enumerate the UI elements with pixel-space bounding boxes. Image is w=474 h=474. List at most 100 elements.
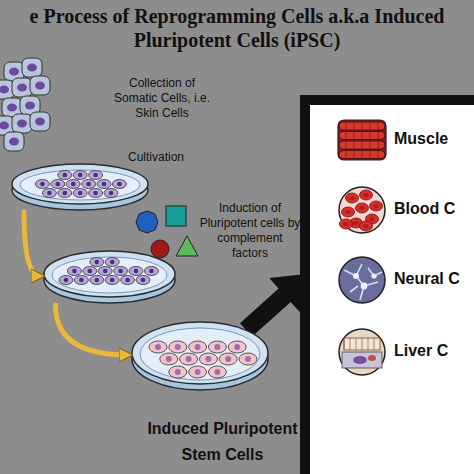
illustration-ellipse <box>9 68 19 76</box>
illustration-circle <box>71 182 76 187</box>
illustration-rect <box>339 151 385 159</box>
illustration-line <box>354 132 355 140</box>
process-arrow <box>56 305 129 355</box>
illustration-circle <box>155 344 161 350</box>
illustration-circle <box>175 369 181 375</box>
illustration-ellipse <box>219 353 237 365</box>
illustration-circle <box>214 369 220 375</box>
illustration-rect <box>30 76 50 95</box>
liver-illustration <box>338 328 386 376</box>
illustration-rect <box>342 352 382 368</box>
illustration-circle <box>72 269 77 274</box>
petri-dish: Cultivation <box>10 160 150 212</box>
illustration-circle <box>110 278 115 283</box>
illustration-ellipse <box>360 190 373 200</box>
petri-dish <box>130 318 270 392</box>
illustration-ellipse <box>129 267 143 276</box>
illustration-line <box>356 338 357 350</box>
illustration-ellipse <box>373 204 379 208</box>
illustration-circle <box>86 182 91 187</box>
illustration-line <box>368 338 369 350</box>
illustration-circle <box>95 278 100 283</box>
illustration-ellipse <box>112 180 126 189</box>
illustration-ellipse <box>169 366 187 378</box>
illustration-ellipse <box>359 206 365 210</box>
cell-type-label: Muscle <box>394 129 474 149</box>
illustration-ellipse <box>66 180 80 189</box>
illustration-ellipse <box>35 118 45 126</box>
illustration-ellipse <box>90 276 104 285</box>
illustration-circle <box>175 344 181 350</box>
illustration-ellipse <box>369 217 375 221</box>
illustration-ellipse <box>370 201 383 211</box>
illustration-circle <box>103 269 108 274</box>
illustration-ellipse <box>360 221 373 231</box>
illustration-rect <box>12 78 32 97</box>
illustration-circle <box>47 191 52 196</box>
illustration-ellipse <box>7 104 17 112</box>
illustration-ellipse <box>189 366 207 378</box>
illustration-ellipse <box>73 189 87 198</box>
cell-type-circle: Liver C <box>338 328 386 376</box>
step-label: Collection of Somatic Cells, i.e. Skin C… <box>106 76 218 121</box>
illustration-ellipse <box>51 180 65 189</box>
illustration-ellipse <box>17 120 27 128</box>
cell-type-circle: Neural C <box>338 256 386 304</box>
illustration-line <box>378 122 379 130</box>
illustration-circle <box>339 329 385 375</box>
illustration-circle <box>245 356 251 362</box>
illustration-ellipse <box>114 267 128 276</box>
illustration-rect <box>4 132 24 151</box>
illustration-ellipse <box>208 366 226 378</box>
illustration-circle <box>234 344 240 350</box>
cell-type-circle: Muscle <box>338 116 386 164</box>
illustration-circle <box>109 191 114 196</box>
illustration-ellipse <box>27 64 37 72</box>
illustration-ellipse <box>0 122 9 130</box>
petri-dish <box>10 160 150 212</box>
illustration-circle <box>63 173 68 178</box>
illustration-circle <box>134 269 139 274</box>
illustration-ellipse <box>105 258 119 267</box>
illustration-line <box>346 151 347 159</box>
illustration-ellipse <box>89 189 103 198</box>
illustration-ellipse <box>208 341 226 353</box>
illustration-line <box>362 141 363 149</box>
illustration-ellipse <box>52 257 167 293</box>
illustration-line <box>362 151 363 159</box>
illustration-ellipse <box>9 138 19 146</box>
cell-type-label: Liver C <box>394 341 474 361</box>
illustration-ellipse <box>169 341 187 353</box>
illustration-circle <box>186 356 192 362</box>
illustration-rect <box>22 58 42 77</box>
illustration-line <box>346 141 347 149</box>
illustration-ellipse <box>144 267 158 276</box>
illustration-ellipse <box>199 353 217 365</box>
illustration-line <box>370 151 371 159</box>
illustration-ellipse <box>17 84 27 92</box>
illustration-ellipse <box>356 203 369 213</box>
petri-dish <box>42 247 177 305</box>
illustration-ellipse <box>97 180 111 189</box>
illustration-circle <box>79 278 84 283</box>
illustration-circle <box>339 187 385 233</box>
step-label: Cultivation <box>128 150 208 165</box>
illustration-line <box>346 132 347 140</box>
illustration-line <box>370 122 371 130</box>
illustration-circle <box>88 269 93 274</box>
result-label: Induced Pluripotent Stem Cells <box>135 416 310 468</box>
illustration-circle <box>371 273 376 278</box>
illustration-circle <box>361 283 368 290</box>
illustration-circle <box>353 273 359 279</box>
illustration-circle <box>78 191 83 196</box>
illustration-circle <box>117 182 122 187</box>
blood-illustration <box>338 186 386 234</box>
illustration-rect <box>339 132 385 140</box>
illustration-line <box>354 141 355 149</box>
illustration-line <box>370 132 371 140</box>
illustration-circle <box>166 356 172 362</box>
illustration-circle <box>125 278 130 283</box>
factor-octagon <box>136 211 158 233</box>
illustration-circle <box>40 182 45 187</box>
